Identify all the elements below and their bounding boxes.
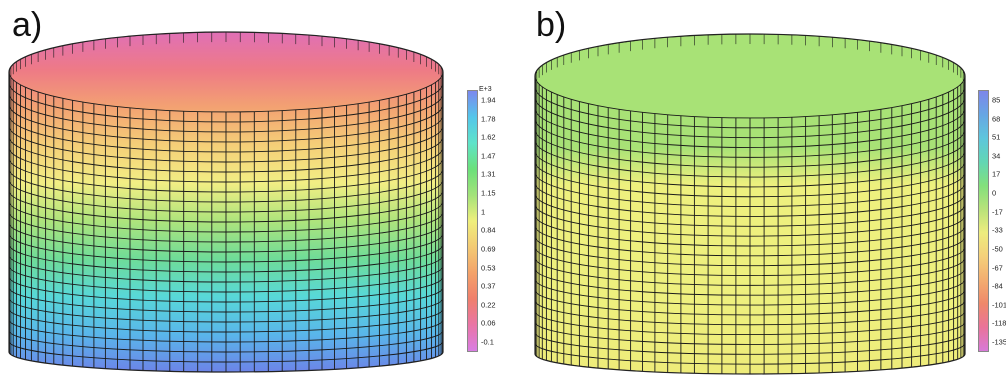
- colorbar-tick-label: 0.84: [481, 225, 496, 235]
- colorbar-tick-label: -50: [992, 244, 1003, 254]
- colorbar-tick-label: -17: [992, 207, 1003, 217]
- colorbar-tick-label: 68: [992, 114, 1001, 124]
- colorbar-gradient: [978, 90, 989, 352]
- tank-outline: [534, 33, 966, 375]
- colorbar-tick-label: 1: [481, 207, 486, 217]
- colorbar-tick-label: -135: [992, 337, 1006, 347]
- colorbar-tick-label: -118: [992, 318, 1006, 328]
- tank-mesh-a: [8, 31, 444, 373]
- colorbar-tick-label: -84: [992, 281, 1003, 291]
- colorbar-tick-label: 0.06: [481, 318, 496, 328]
- panel-label-b: b): [536, 6, 567, 44]
- tank-mesh-b: [534, 33, 966, 375]
- colorbar-tick-label: 1.62: [481, 132, 496, 142]
- colorbar-tick-label: -101: [992, 300, 1006, 310]
- colorbar-tick-label: 0: [992, 188, 997, 198]
- colorbar-tick-label: -67: [992, 263, 1003, 273]
- colorbar-tick-label: 0.53: [481, 263, 496, 273]
- tank-outline: [8, 31, 444, 373]
- colorbar-tick-label: 1.47: [481, 151, 496, 161]
- colorbar-tick-label: 1.94: [481, 95, 496, 105]
- panel-label-a: a): [12, 6, 43, 44]
- panel-b: b) 85 68 51 34 17 0 -17 -33 -50 -67 -84 -101 -118 -13…: [503, 0, 1006, 378]
- colorbar-unit-a: E+3: [479, 86, 492, 93]
- colorbar-tick-label: 1.15: [481, 188, 496, 198]
- panel-a: a) E+3 1.94 1.78 1.62 1.47 1.31 1.15 1 0.84 0.69…: [8, 6, 496, 373]
- mesh-grid: [535, 34, 965, 374]
- colorbar-tick-label: 17: [992, 169, 1001, 179]
- colorbar-gradient: [467, 90, 478, 352]
- colorbar-tick-label: 0.37: [481, 281, 496, 291]
- colorbar-tick-label: 34: [992, 151, 1001, 161]
- colorbar-tick-label: 85: [992, 95, 1001, 105]
- colorbar-tick-label: 1.31: [481, 169, 496, 179]
- colorbar-tick-label: 0.22: [481, 300, 496, 310]
- colorbar-tick-label: -0.1: [481, 337, 494, 347]
- colorbar-tick-label: 0.69: [481, 244, 496, 254]
- mesh-grid: [9, 32, 443, 372]
- colorbar-tick-label: 51: [992, 132, 1001, 142]
- colorbar-tick-label: -33: [992, 225, 1003, 235]
- colorbar-tick-label: 1.78: [481, 114, 496, 124]
